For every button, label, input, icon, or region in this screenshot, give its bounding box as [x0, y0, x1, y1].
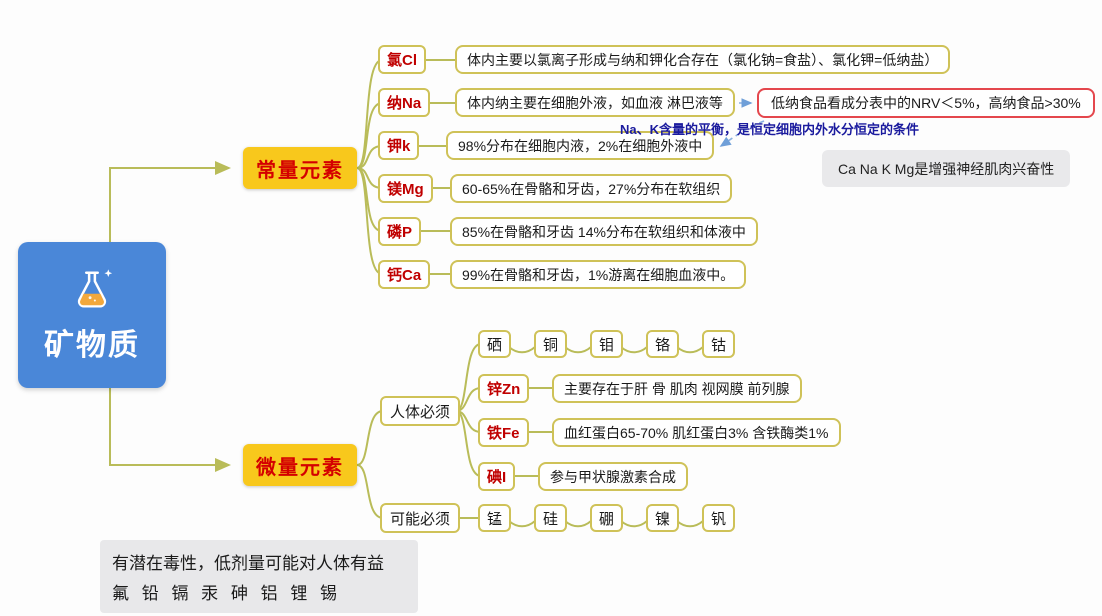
group-possible[interactable]: 可能必须 [380, 503, 461, 533]
branch-micro-label: 微量元素 [256, 456, 344, 479]
simple-element-mo[interactable]: 钼 [590, 330, 623, 358]
element-desc-zn[interactable]: 主要存在于肝 骨 肌肉 视网膜 前列腺 [552, 374, 802, 403]
element-node-k[interactable]: 钾k [378, 131, 420, 160]
branch-macro-elements[interactable]: 常量元素 [243, 147, 357, 189]
flask-icon [77, 269, 113, 308]
element-node-fe[interactable]: 铁Fe [478, 418, 529, 447]
element-desc-cl[interactable]: 体内主要以氯离子形成与纳和钾化合存在（氯化钠=食盐）、氯化钾=低纳盐） [455, 45, 951, 74]
branch-micro-elements[interactable]: 微量元素 [243, 444, 357, 486]
element-node-cl[interactable]: 氯Cl [378, 45, 427, 74]
footer-note[interactable]: 有潜在毒性，低剂量可能对人体有益 氟 铅 镉 汞 砷 铝 锂 锡 [100, 540, 418, 613]
note-na-k-balance[interactable]: Na、K含量的平衡，是恒定细胞内外水分恒定的条件 [620, 122, 920, 137]
element-desc-p[interactable]: 85%在骨骼和牙齿 14%分布在软组织和体液中 [450, 217, 758, 246]
element-desc-k[interactable]: 98%分布在细胞内液，2%在细胞外液中 [446, 131, 715, 160]
element-node-i[interactable]: 碘I [478, 462, 516, 491]
element-node-ca[interactable]: 钙Ca [378, 260, 431, 289]
simple-element-cr[interactable]: 铬 [646, 330, 679, 358]
element-desc-fe[interactable]: 血红蛋白65-70% 肌红蛋白3% 含铁酶类1% [552, 418, 841, 447]
element-node-p[interactable]: 磷P [378, 217, 422, 246]
element-desc-mg[interactable]: 60-65%在骨骼和牙齿，27%分布在软组织 [450, 174, 733, 203]
note-excitability[interactable]: Ca Na K Mg是增强神经肌肉兴奋性 [822, 150, 1071, 187]
note-sodium-nrv[interactable]: 低纳食品看成分表中的NRV＜5%，高纳食品>30% [757, 88, 1095, 118]
simple-element-co[interactable]: 钴 [702, 330, 735, 358]
footer-note-line2: 氟 铅 镉 汞 砷 铝 锂 锡 [112, 584, 342, 603]
group-essential[interactable]: 人体必须 [380, 396, 461, 426]
simple-element-cu[interactable]: 铜 [534, 330, 567, 358]
simple-element-v[interactable]: 钒 [702, 504, 735, 532]
element-node-na[interactable]: 纳Na [378, 88, 431, 117]
element-desc-na[interactable]: 体内纳主要在细胞外液，如血液 淋巴液等 [455, 88, 735, 117]
element-desc-ca[interactable]: 99%在骨骼和牙齿，1%游离在细胞血液中。 [450, 260, 747, 289]
element-desc-i[interactable]: 参与甲状腺激素合成 [538, 462, 688, 491]
root-label: 矿物质 [44, 329, 140, 362]
simple-element-ni[interactable]: 镍 [646, 504, 679, 532]
branch-macro-label: 常量元素 [256, 159, 344, 182]
simple-element-si[interactable]: 硅 [534, 504, 567, 532]
simple-element-mn[interactable]: 锰 [478, 504, 511, 532]
element-node-zn[interactable]: 锌Zn [478, 374, 530, 403]
root-node[interactable]: 矿物质 [18, 242, 166, 388]
simple-element-b[interactable]: 硼 [590, 504, 623, 532]
footer-note-line1: 有潜在毒性，低剂量可能对人体有益 [112, 554, 384, 573]
element-node-mg[interactable]: 镁Mg [378, 174, 433, 203]
simple-element-se[interactable]: 硒 [478, 330, 511, 358]
